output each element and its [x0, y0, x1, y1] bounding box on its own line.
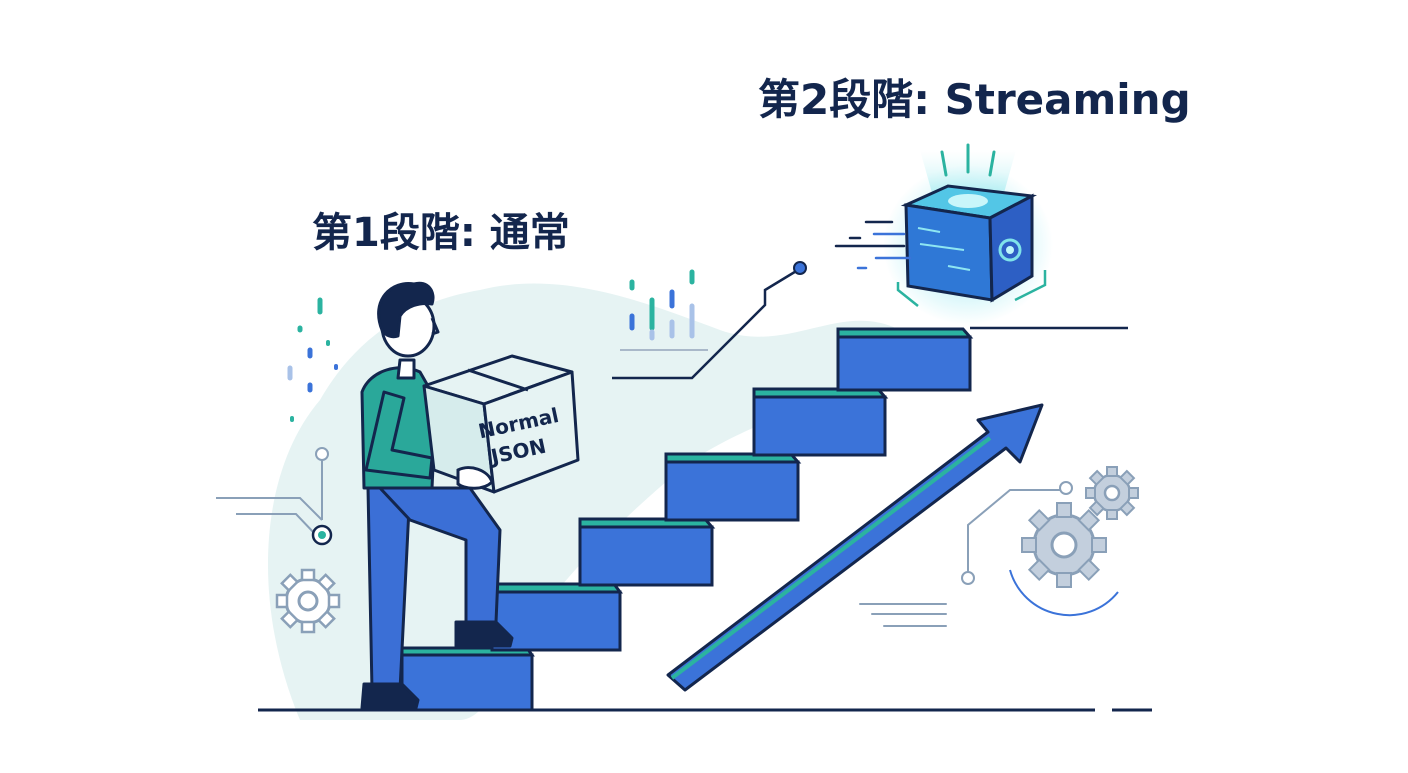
gear-orbit-arc — [1009, 569, 1119, 617]
connector-line — [612, 268, 799, 380]
mini-bar-chart-icon — [629, 269, 695, 341]
left-dots — [287, 297, 338, 422]
stair-step-3 — [578, 517, 716, 587]
circuit-line-right — [967, 489, 1062, 575]
stage1-label: 第1段階: 通常 — [312, 210, 570, 256]
node-icon — [315, 447, 329, 461]
node-icon — [1059, 481, 1073, 495]
gear-icon — [1021, 502, 1107, 588]
speed-lines-right — [859, 603, 947, 627]
gear-icon — [275, 568, 341, 634]
node-icon — [793, 261, 807, 275]
json-box — [422, 354, 580, 494]
stair-step-6 — [836, 327, 974, 392]
small-gear-icon — [1085, 466, 1139, 520]
stair-step-5 — [752, 387, 889, 457]
person-hand — [456, 466, 494, 490]
stair-step-4 — [664, 452, 802, 522]
node-icon — [961, 571, 975, 585]
circuit-left — [216, 460, 323, 536]
stage2-label: 第2段階: Streaming — [758, 75, 1191, 124]
stair-step-1 — [400, 646, 535, 712]
streaming-cube-icon — [834, 143, 1053, 325]
growth-arrow-icon — [666, 403, 1044, 692]
background-blob — [267, 283, 900, 720]
person-figure — [360, 281, 514, 710]
